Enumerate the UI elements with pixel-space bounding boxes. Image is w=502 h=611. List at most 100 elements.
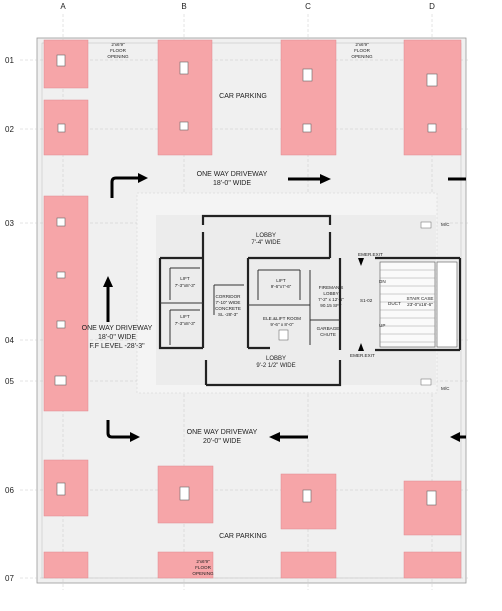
column	[56, 217, 66, 227]
emer-exit-arrows	[358, 258, 364, 351]
arrow-turn-top	[110, 176, 138, 198]
corridor-width: 7'-10" WIDE	[216, 300, 241, 305]
arrow-turn-bottom	[106, 420, 130, 439]
emer-exit-bottom-label: EMER.EXIT	[350, 353, 375, 358]
lobby-area: 90.15 SFT	[320, 303, 342, 308]
opening-label: OPENING	[107, 54, 129, 59]
lobby-title: FIREMAN'S	[319, 285, 344, 290]
driveway-title: ONE WAY DRIVEWAY	[197, 171, 268, 178]
opening-size: 2'x6'9"	[196, 559, 210, 564]
arrow-heads	[103, 173, 460, 442]
opening-top-left: 2'x6'9" FLOOR OPENING	[107, 42, 129, 59]
chute-subtitle: CHUTE	[320, 332, 336, 337]
column	[54, 375, 67, 386]
column	[426, 73, 438, 87]
parking-bay	[157, 39, 213, 156]
lobby-subtitle: LOBBY	[323, 291, 338, 296]
lobby-width: 7'-4" WIDE	[251, 240, 280, 246]
staircase-label: STAIR CASE	[407, 296, 434, 301]
mc-fixture-top	[420, 221, 432, 229]
driveway-width: 18'-0" WIDE	[213, 180, 251, 187]
lobby-top-label: LOBBY 7'-4" WIDE	[251, 233, 280, 246]
garbage-chute-label: GARBAGE CHUTE	[317, 326, 340, 337]
direction-arrows	[106, 176, 466, 439]
stair-treads	[380, 269, 435, 343]
column	[427, 123, 437, 133]
parking-bay	[43, 551, 89, 579]
service-core	[136, 192, 462, 394]
elec-lift-room-label: ELE.&LIFT ROOM 9'-6" x 8'-0"	[263, 316, 301, 327]
lift-size: 7'-3"x8'-3"	[175, 321, 196, 326]
driveway-left-label: ONE WAY DRIVEWAY 18'-0" WIDE F.F LEVEL -…	[82, 325, 153, 350]
stair-landing	[436, 261, 458, 348]
car-parking-top-label: CAR PARKING	[219, 93, 267, 100]
parking-bay	[403, 39, 462, 156]
corridor-level: SL -28'-3"	[218, 312, 238, 317]
lobby-bottom-label: LOBBY 9'-2 1/2" WIDE	[256, 356, 295, 369]
staircase-size: 23'-0"x16'-6"	[407, 302, 433, 307]
lift-1-label: LIFT 7'-3"x8'-3"	[175, 276, 196, 288]
column	[179, 121, 189, 131]
lift-2-label: LIFT 7'-3"x8'-3"	[175, 314, 196, 326]
emer-exit-top-label: EMER.EXIT	[358, 252, 383, 257]
column	[56, 271, 66, 279]
opening-size: 2'x6'9"	[355, 42, 369, 47]
driveway-title: ONE WAY DRIVEWAY	[82, 325, 153, 332]
opening-floor: FLOOR	[195, 565, 212, 570]
equipment-box	[278, 329, 289, 341]
grid-row-06: 06	[5, 486, 14, 495]
column	[302, 123, 312, 133]
lift-size: 9'-6"x7'-6"	[271, 284, 292, 289]
room-title: ELE.&LIFT ROOM	[263, 316, 301, 321]
lobby-size: 7'-2" x 12'-6"	[318, 297, 344, 302]
corridor-material: CONCRETE	[215, 306, 241, 311]
driveway-top-label: ONE WAY DRIVEWAY 18'-0" WIDE	[197, 171, 268, 187]
parking-bay	[157, 551, 214, 579]
lift-3-label: LIFT 9'-6"x7'-6"	[271, 278, 292, 289]
lift-size: 7'-3"x8'-3"	[175, 283, 196, 288]
parking-bay	[43, 99, 89, 156]
parking-bay	[43, 195, 89, 412]
staircase-box	[379, 261, 436, 348]
opening-bottom: 2'x6'9" FLOOR OPENING	[192, 559, 214, 576]
grid-row-05: 05	[5, 377, 14, 386]
room-size: 9'-6" x 8'-0"	[270, 322, 294, 327]
mc-fixture-bottom	[420, 378, 432, 386]
column	[57, 123, 66, 133]
opening-label: OPENING	[351, 54, 373, 59]
opening-label: OPENING	[192, 571, 214, 576]
lift-title: LIFT	[180, 314, 190, 319]
driveway-title: ONE WAY DRIVEWAY	[187, 429, 258, 436]
opening-size: 2'x6'9"	[111, 42, 125, 47]
grid-row-01: 01	[5, 56, 14, 65]
column	[302, 489, 312, 503]
parking-bay	[403, 551, 462, 579]
column	[302, 68, 313, 82]
lift-title: LIFT	[180, 276, 190, 281]
column	[56, 320, 66, 329]
column	[56, 54, 66, 67]
mc-top-label: M/C	[441, 222, 450, 227]
grid-column-d: D	[429, 2, 435, 11]
stair-up-label: UP	[379, 323, 385, 328]
lobby-title: LOBBY	[266, 356, 286, 362]
grid-row-02: 02	[5, 125, 14, 134]
grid-column-c: C	[305, 2, 311, 11]
lift-title: LIFT	[276, 278, 286, 283]
lobby-width: 9'-2 1/2" WIDE	[256, 363, 295, 369]
grid-row-03: 03	[5, 219, 14, 228]
parking-bay	[43, 39, 89, 89]
duct-label: DUCT	[388, 301, 401, 306]
driveway-width: 18'-0" WIDE	[98, 334, 136, 341]
chute-title: GARBAGE	[317, 326, 340, 331]
column	[179, 61, 189, 75]
lobby-title: LOBBY	[256, 233, 276, 239]
column	[56, 482, 66, 496]
s1-02-label: S1-02	[360, 298, 373, 303]
opening-floor: FLOOR	[110, 48, 127, 53]
driveway-level: F.F LEVEL -28'-3"	[89, 343, 145, 350]
firemans-lobby-label: FIREMAN'S LOBBY 7'-2" x 12'-6" 90.15 SFT	[318, 285, 344, 308]
corridor-title: CORRIDOR	[215, 294, 241, 299]
parking-bay	[280, 39, 337, 156]
